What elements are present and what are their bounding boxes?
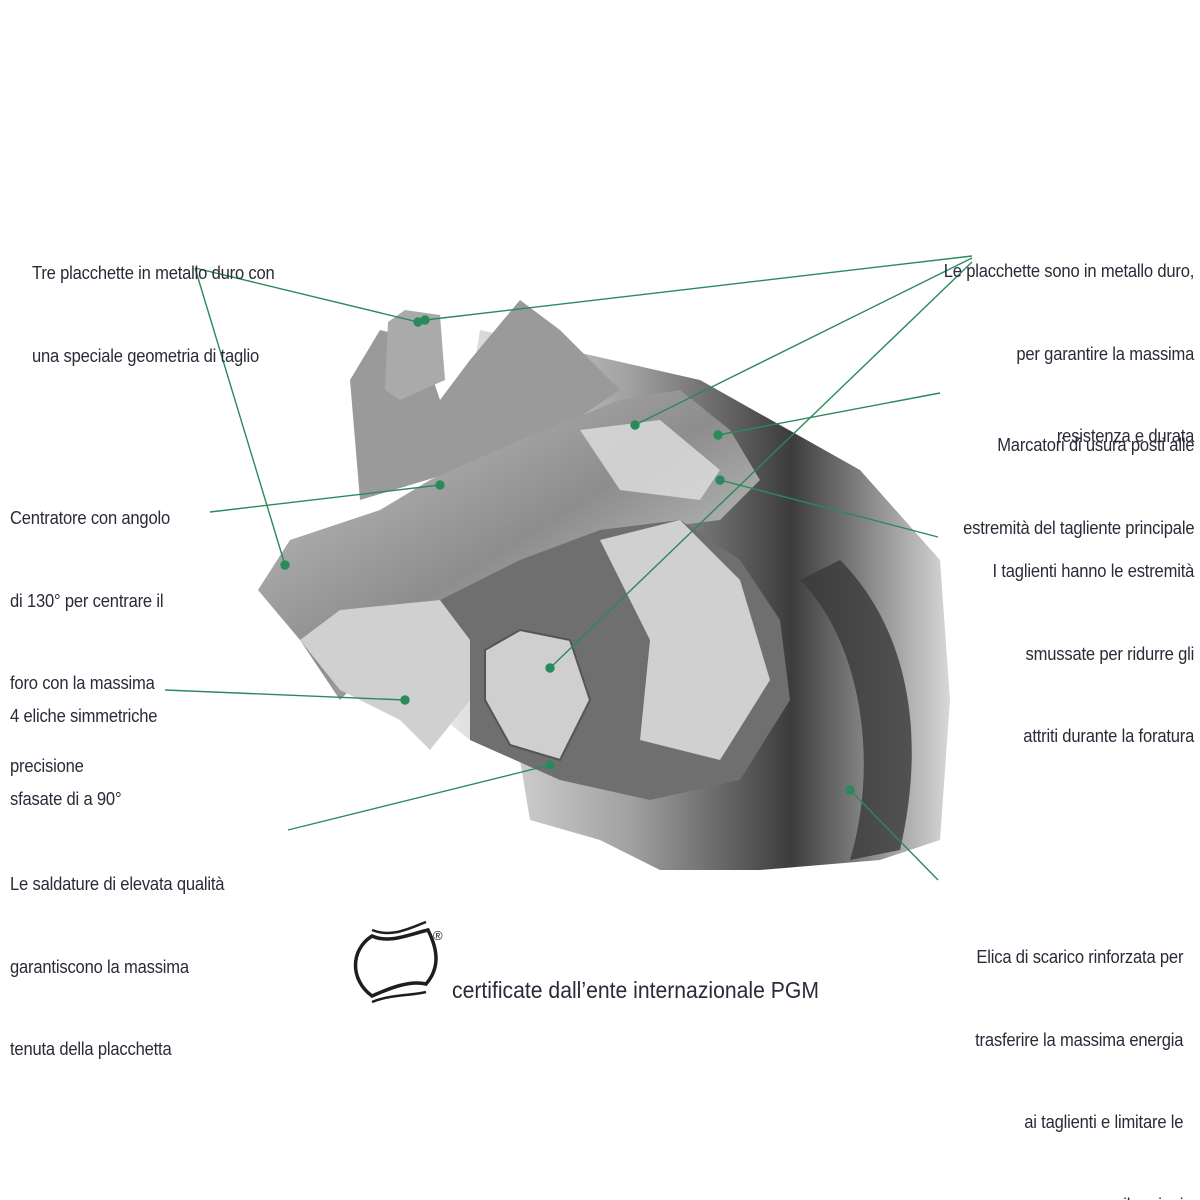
right-carbide-tip <box>580 420 720 500</box>
label-line: di 130° per centrare il <box>10 590 164 611</box>
label-line: Elica di scarico rinforzata per <box>976 947 1183 967</box>
label-line: Marcatori di usura posti alle <box>996 435 1194 455</box>
label-line: foro con la massima <box>10 673 155 693</box>
label-line: Centratore con angolo <box>10 508 171 528</box>
label-three-carbide-tips: Tre placchette in metallo duro con una s… <box>32 205 275 398</box>
top-carbide-tip <box>385 310 445 400</box>
flute-shadow <box>800 560 912 860</box>
leader-lines <box>164 255 973 881</box>
label-line: garantiscono la massima <box>10 956 189 977</box>
certification-text: certificate dall’ente internazionale PGM <box>452 977 819 1003</box>
label-line: vibrazioni <box>975 1192 1183 1200</box>
label-centering-tip: Centratore con angolo di 130° per centra… <box>10 450 170 808</box>
registered-mark: ® <box>433 928 443 943</box>
label-line: per garantire la massima <box>1016 343 1194 364</box>
label-line: Tre placchette in metallo duro con <box>32 263 275 283</box>
label-line: estremità del tagliente principale <box>962 517 1194 538</box>
label-carbide-plates: Le placchette sono in metallo duro, per … <box>943 203 1195 478</box>
label-line: una speciale geometria di taglio <box>32 345 260 366</box>
side-wing <box>600 520 770 760</box>
label-line: smussate per ridurre gli <box>1025 643 1194 664</box>
front-cutting-edge <box>300 600 470 750</box>
label-line: attriti durante la foratura <box>1023 726 1194 746</box>
label-chamfered-edges: I taglienti hanno le estremità smussate … <box>992 503 1194 778</box>
label-line: sfasate di a 90° <box>10 788 122 809</box>
label-line: Le placchette sono in metallo duro, <box>943 261 1195 281</box>
pgm-logo-icon <box>353 920 438 1004</box>
label-line: ai taglienti e limitare le <box>1023 1112 1183 1132</box>
label-welds: Le saldature di elevata qualità garantis… <box>10 816 225 1091</box>
front-carbide-tip <box>484 628 592 762</box>
label-line: resistenza e durata <box>1056 426 1195 446</box>
label-line: precisione <box>10 755 84 776</box>
label-four-flutes: 4 eliche simmetriche sfasate di a 90° <box>10 648 157 841</box>
label-line: 4 eliche simmetriche <box>10 706 158 726</box>
label-reinforced-flute: Elica di scarico rinforzata per trasferi… <box>975 889 1183 1200</box>
label-line: Le saldature di elevata qualità <box>10 874 225 894</box>
label-line: tenuta della placchetta <box>10 1039 172 1059</box>
label-line: I taglienti hanno le estremità <box>992 561 1194 581</box>
label-wear-markers: Marcatori di usura posti alle estremità … <box>963 377 1194 570</box>
label-line: trasferire la massima energia <box>974 1029 1183 1050</box>
